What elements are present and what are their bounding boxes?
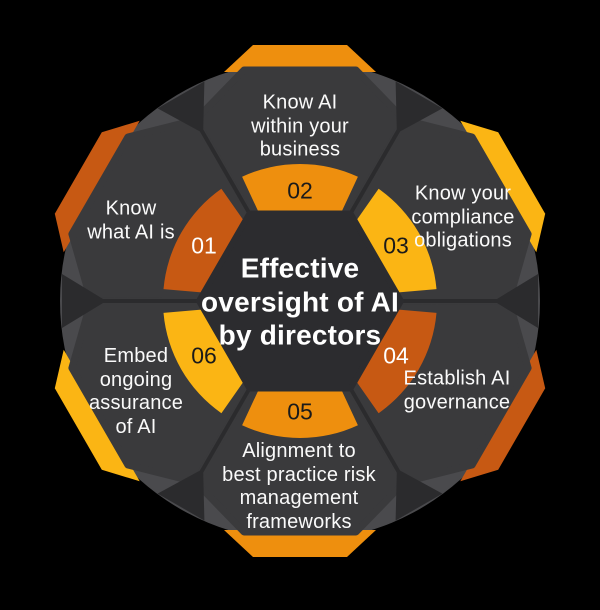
segment-number-04: 04 (383, 342, 409, 369)
segment-number-03: 03 (383, 232, 409, 259)
segment-label-01: Know what AI is (87, 197, 175, 243)
segment-number-05: 05 (287, 398, 313, 425)
segment-label-06: Embed ongoing assurance of AI (88, 344, 184, 438)
segment-label-05: Alignment to best practice risk manageme… (222, 439, 376, 533)
segment-label-02: Know AI within your business (251, 91, 349, 161)
segment-label-04: Establish AI governance (403, 367, 511, 413)
segment-number-01: 01 (191, 232, 217, 259)
segment-number-02: 02 (287, 177, 313, 204)
segment-label-03: Know your compliance obligations (411, 182, 515, 252)
segment-number-06: 06 (191, 342, 217, 369)
diagram-center-title: Effective oversight of AI by directors (201, 252, 399, 351)
